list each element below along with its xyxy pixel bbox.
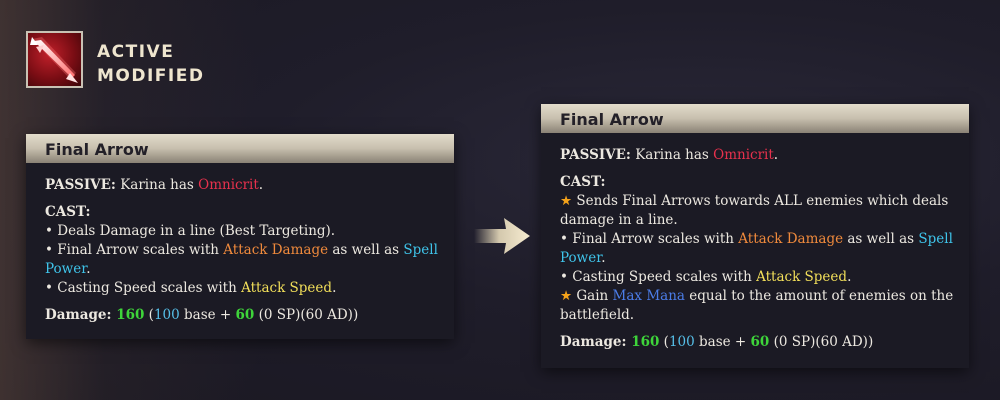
status-active-label: ACTIVE bbox=[97, 42, 175, 62]
attack-speed-keyword[interactable]: Attack Speed bbox=[241, 280, 333, 296]
damage-rest: (0 SP)(60 AD)) bbox=[254, 307, 359, 323]
tooltip-body: PASSIVE: Karina has Omnicrit. CAST: ★ Se… bbox=[541, 133, 969, 352]
damage-line: Damage: 160 (100 base + 60 (0 SP)(60 AD)… bbox=[560, 333, 959, 352]
status-modified-label: MODIFIED bbox=[97, 66, 205, 86]
passive-label: PASSIVE: bbox=[560, 147, 631, 163]
bullet-text: as well as bbox=[843, 231, 919, 247]
ability-status: ACTIVE MODIFIED bbox=[97, 40, 204, 88]
attack-speed-keyword[interactable]: Attack Speed bbox=[756, 269, 848, 285]
cast-bullet-2: • Final Arrow scales with Attack Damage … bbox=[560, 230, 959, 249]
bullet-text: Gain bbox=[572, 288, 613, 304]
arrow-shape-icon bbox=[30, 37, 78, 83]
spell-power-keyword[interactable]: Spell bbox=[403, 242, 438, 258]
passive-end: . bbox=[258, 177, 264, 193]
bullet-text: as well as bbox=[328, 242, 404, 258]
damage-label: Damage: bbox=[560, 334, 627, 350]
cast-bullet-1: ★ Sends Final Arrows towards ALL enemies… bbox=[560, 192, 959, 211]
star-icon: ★ bbox=[560, 193, 573, 209]
damage-line: Damage: 160 (100 base + 60 (0 SP)(60 AD)… bbox=[45, 306, 444, 325]
damage-paren: ( bbox=[144, 307, 154, 323]
attack-damage-keyword[interactable]: Attack Damage bbox=[223, 242, 329, 258]
passive-line: PASSIVE: Karina has Omnicrit. bbox=[45, 176, 444, 195]
tooltip-modified: Final Arrow PASSIVE: Karina has Omnicrit… bbox=[541, 104, 969, 368]
damage-label: Damage: bbox=[45, 307, 112, 323]
cast-label: CAST: bbox=[560, 174, 606, 190]
cast-bullet-2-cont: Power. bbox=[45, 260, 444, 279]
star-icon: ★ bbox=[560, 288, 573, 304]
cast-bullet-4: ★ Gain Max Mana equal to the amount of e… bbox=[560, 287, 959, 306]
bullet-text: equal to the amount of enemies on the bbox=[684, 288, 954, 304]
bullet-end: . bbox=[847, 269, 852, 285]
cast-bullet-3: • Casting Speed scales with Attack Speed… bbox=[45, 279, 444, 298]
passive-label: PASSIVE: bbox=[45, 177, 116, 193]
cast-bullet-2: • Final Arrow scales with Attack Damage … bbox=[45, 241, 444, 260]
spell-power-keyword[interactable]: Spell bbox=[918, 231, 953, 247]
passive-text: Karina has bbox=[630, 147, 714, 163]
damage-scale: 60 bbox=[750, 334, 770, 350]
cast-label: CAST: bbox=[45, 204, 91, 220]
bullet-end: . bbox=[86, 261, 91, 277]
bullet-end: . bbox=[601, 250, 606, 266]
damage-total: 160 bbox=[116, 307, 145, 323]
damage-rest: (0 SP)(60 AD)) bbox=[769, 334, 874, 350]
tooltip-body: PASSIVE: Karina has Omnicrit. CAST: • De… bbox=[26, 163, 454, 325]
damage-base: 100 bbox=[153, 307, 180, 323]
bullet-end: . bbox=[332, 280, 337, 296]
cast-bullet-4-cont: battlefield. bbox=[560, 307, 635, 323]
right-arrow-icon bbox=[474, 218, 530, 254]
damage-total: 160 bbox=[631, 334, 660, 350]
spell-power-keyword-cont[interactable]: Power bbox=[45, 261, 87, 277]
tooltip-original: Final Arrow PASSIVE: Karina has Omnicrit… bbox=[26, 134, 454, 339]
damage-base-label: base + bbox=[179, 307, 236, 323]
damage-base: 100 bbox=[668, 334, 695, 350]
bullet-text: • Casting Speed scales with bbox=[560, 269, 757, 285]
damage-paren: ( bbox=[659, 334, 669, 350]
cast-bullet-2-cont: Power. bbox=[560, 249, 959, 268]
omnicrit-keyword[interactable]: Omnicrit bbox=[198, 177, 259, 193]
cast-bullet-1-cont: damage in a line. bbox=[560, 212, 678, 228]
damage-base-label: base + bbox=[694, 334, 751, 350]
tooltip-title: Final Arrow bbox=[26, 134, 454, 163]
arrow-ability-icon[interactable] bbox=[26, 31, 83, 88]
damage-scale: 60 bbox=[235, 307, 255, 323]
tooltip-title: Final Arrow bbox=[541, 104, 969, 133]
passive-text: Karina has bbox=[115, 177, 199, 193]
cast-bullet-1: • Deals Damage in a line (Best Targeting… bbox=[45, 223, 336, 239]
cast-section: CAST: ★ Sends Final Arrows towards ALL e… bbox=[560, 173, 959, 325]
omnicrit-keyword[interactable]: Omnicrit bbox=[713, 147, 774, 163]
max-mana-keyword[interactable]: Max Mana bbox=[612, 288, 685, 304]
cast-bullet-3: • Casting Speed scales with Attack Speed… bbox=[560, 268, 959, 287]
bullet-text: • Final Arrow scales with bbox=[560, 231, 739, 247]
passive-end: . bbox=[773, 147, 779, 163]
bullet-text: Sends Final Arrows towards ALL enemies w… bbox=[572, 193, 949, 209]
bullet-text: • Casting Speed scales with bbox=[45, 280, 242, 296]
bullet-text: • Final Arrow scales with bbox=[45, 242, 224, 258]
cast-section: CAST: • Deals Damage in a line (Best Tar… bbox=[45, 203, 444, 298]
attack-damage-keyword[interactable]: Attack Damage bbox=[738, 231, 844, 247]
passive-line: PASSIVE: Karina has Omnicrit. bbox=[560, 146, 959, 165]
spell-power-keyword-cont[interactable]: Power bbox=[560, 250, 602, 266]
